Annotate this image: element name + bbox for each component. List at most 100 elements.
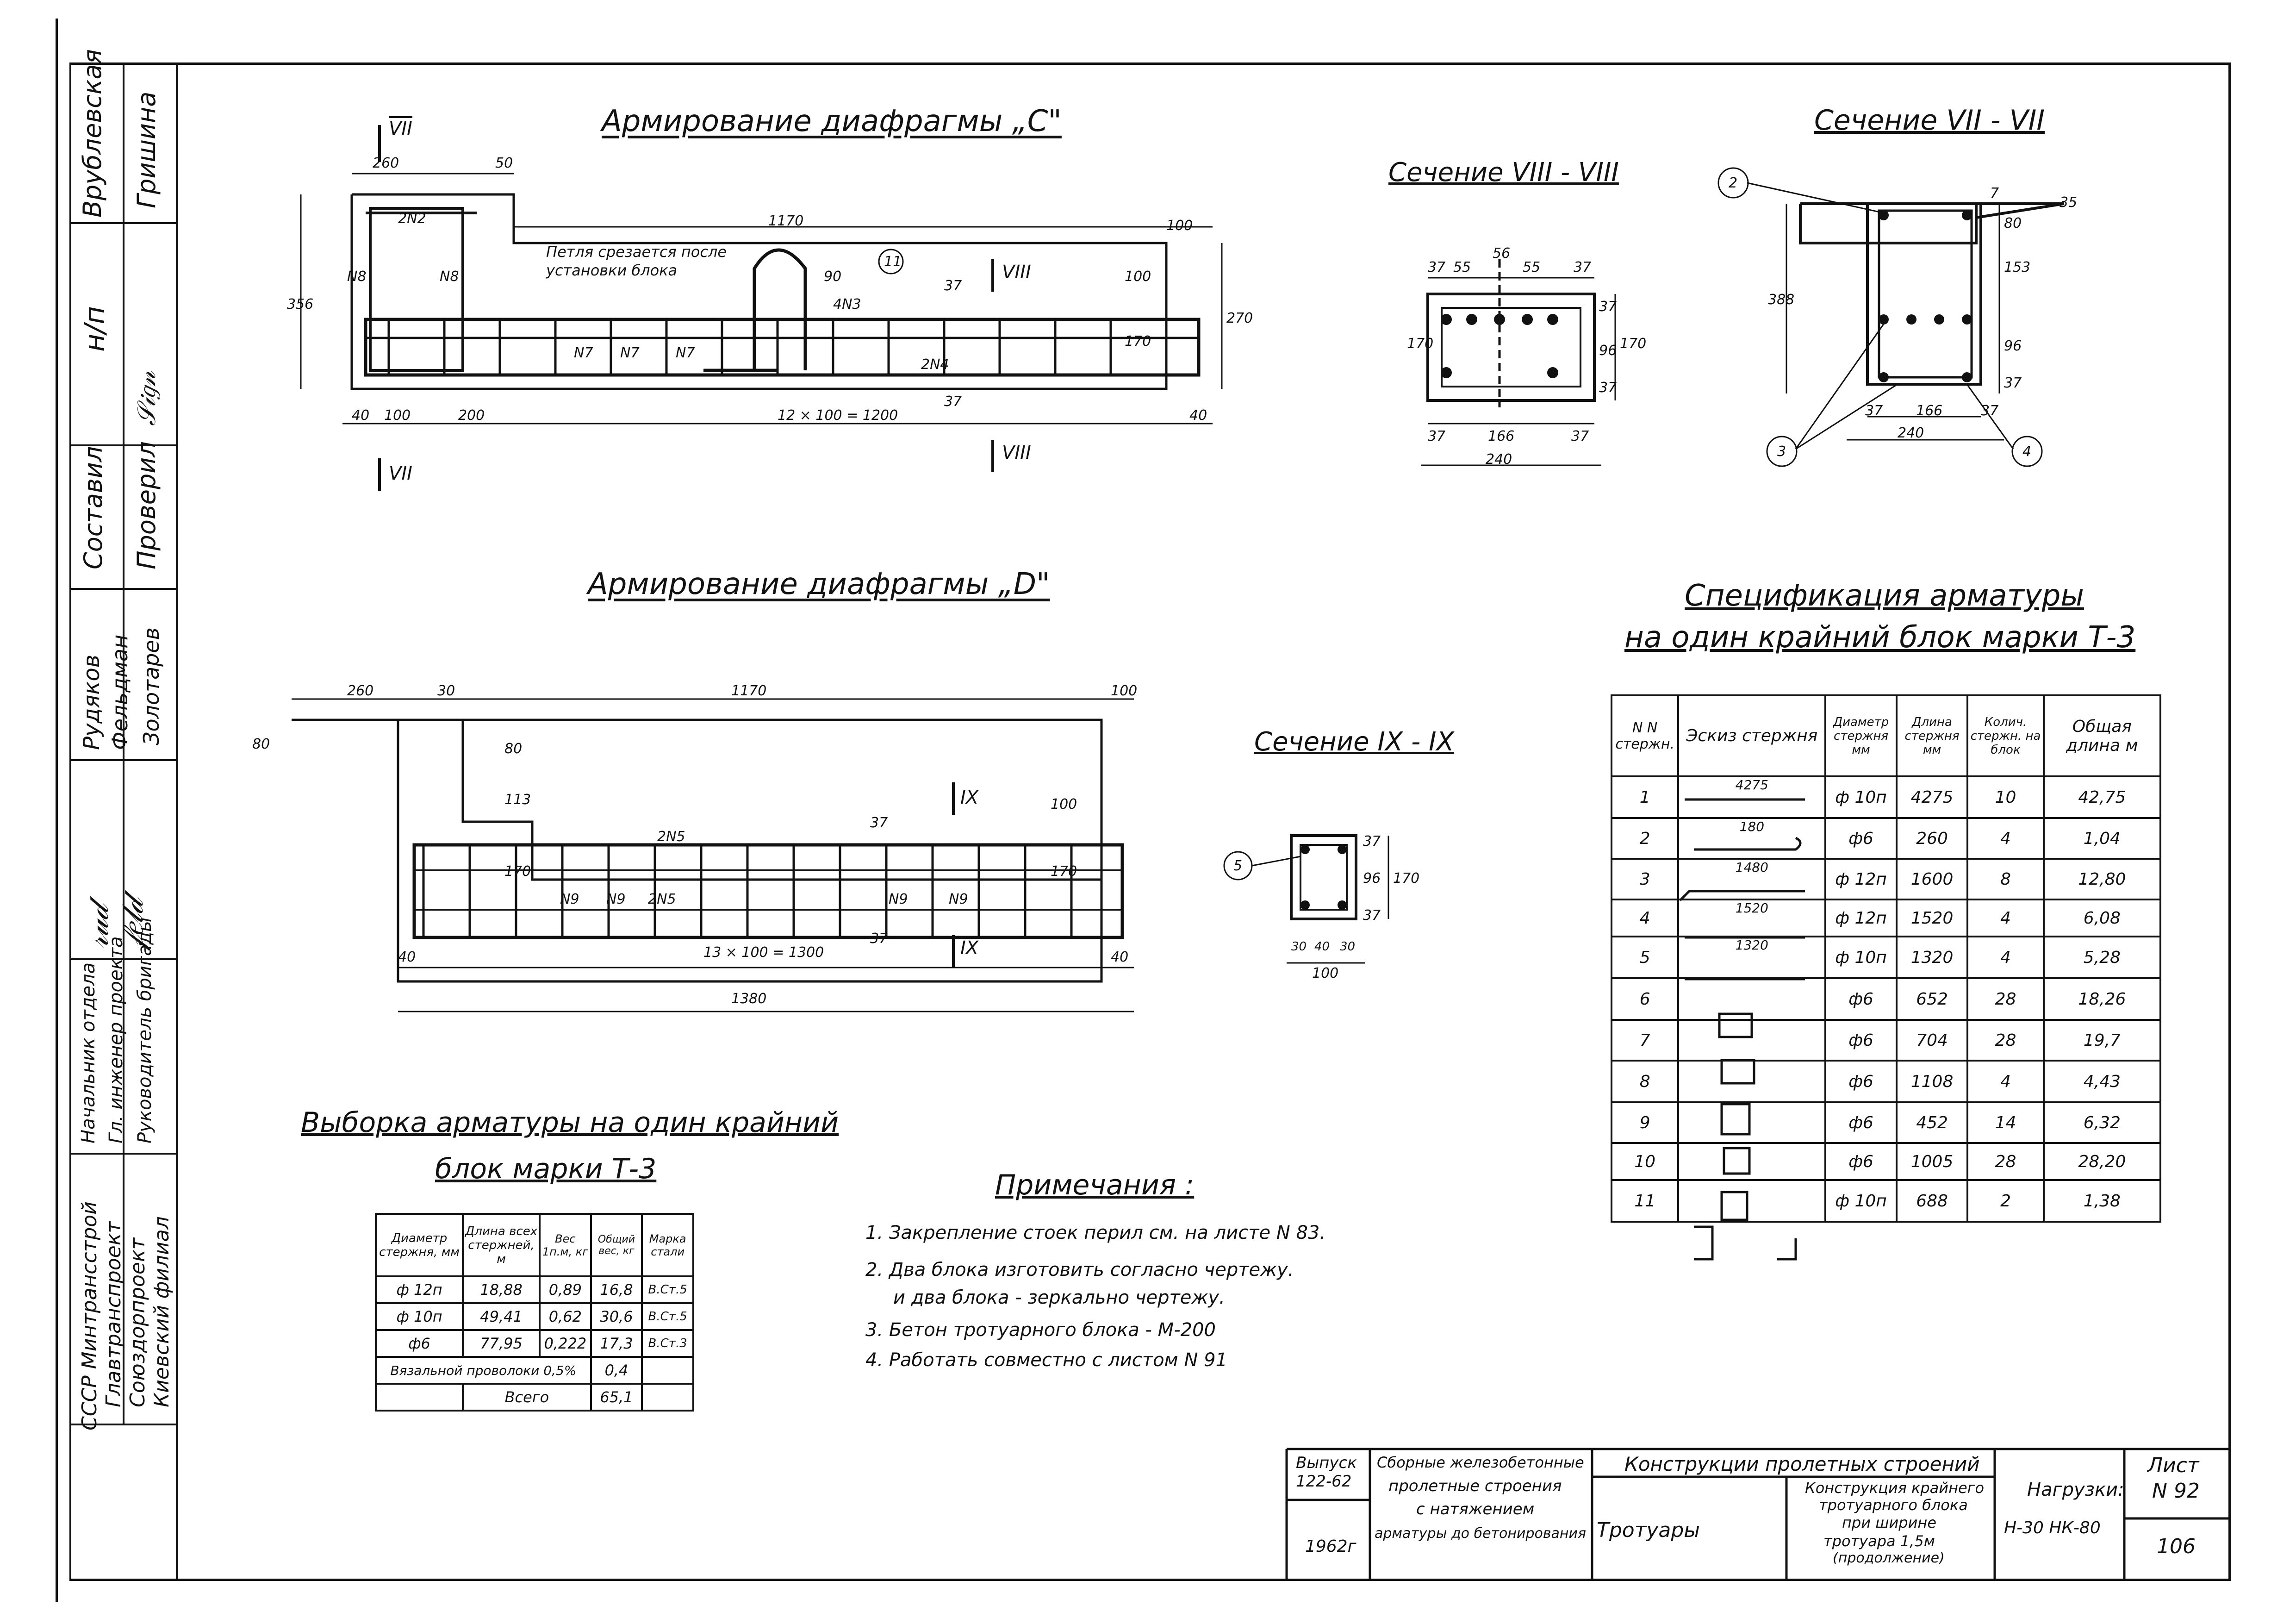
spec-cell-n: 2 [1610,817,1680,860]
sel-total-value: 65,1 [590,1383,643,1412]
sel-cell: 16,8 [590,1275,643,1304]
dim: 37 [944,278,962,294]
spec-cell-total: 1,04 [2042,817,2162,860]
dim: 37 [870,931,888,947]
spec-cell-sketch [1677,1142,1827,1181]
spec-cell-n: 6 [1610,977,1680,1021]
stamp-page: 106 [2157,1535,2196,1558]
sel-cell: 18,88 [462,1275,541,1304]
spec-cell-length: 4275 [1895,775,1969,819]
side-divider [69,759,177,761]
rebar-label: 2N5 [648,891,676,907]
spec-cell-diameter: ф 10п [1824,775,1898,819]
dim: 153 [2004,259,2031,275]
note-3: 3. Бетон тротуарного блока - М-200 [865,1319,1216,1341]
spec-cell-sketch: 1320 [1677,936,1827,979]
spec-cell-diameter: ф6 [1824,817,1898,860]
dim: 166 [1916,403,1943,419]
dim: 1170 [768,213,804,229]
spec-cell-diameter: ф 12п [1824,899,1898,937]
spec-title-1: Спецификация арматуры [1685,579,2084,613]
dim: 100 [1312,965,1339,981]
dim: 388 [1768,292,1795,308]
sel-empty [374,1383,464,1412]
rebar-label: 2N4 [921,356,949,373]
spec-cell-qty: 28 [1966,977,2045,1021]
selection-title-2: блок марки Т-3 [435,1153,657,1185]
spec-cell-total: 1,38 [2042,1179,2162,1223]
spec-cell-diameter: ф6 [1824,977,1898,1021]
frame-left-outer [56,19,58,1602]
rebar-label: 2N5 [657,829,685,845]
stamp-load-value: Н-30 НК-80 [2004,1518,2101,1537]
dim: 37 [1363,833,1381,849]
stamp-issue-label: Выпуск [1296,1454,1357,1472]
dim: 100 [384,407,411,424]
dim: 37 [1599,299,1617,315]
side-col-divider-outer [69,62,71,1581]
dim: 55 [1453,259,1471,275]
dim: 100 [1125,269,1151,285]
spec-title-2: на один крайний блок марки Т-3 [1624,620,2136,655]
dim: 37 [1571,428,1589,444]
dim: 80 [2004,215,2022,231]
stamp-header: Конструкции пролетных строений [1624,1453,1980,1475]
callout-5: 5 [1233,858,1243,874]
dim: 56 [1493,245,1511,262]
sel-cell: 17,3 [590,1329,643,1358]
sel-cell: 77,95 [462,1329,541,1358]
spec-header-total: Общая длина м [2042,694,2162,777]
spec-cell-n: 4 [1610,899,1680,937]
dim: 260 [347,683,374,699]
spec-cell-qty: 2 [1966,1179,2045,1223]
spec-header-length: Длина стержня мм [1895,694,1969,777]
spec-table: N N стержн. Эскиз стержня Диаметр стержн… [1610,694,2162,1223]
spec-cell-length: 452 [1895,1101,1969,1144]
dim: 113 [504,792,531,808]
spec-cell-n: 8 [1610,1060,1680,1103]
loop-note-2: установки блока [546,262,678,279]
side-divider [69,222,177,224]
spec-cell-n: 1 [1610,775,1680,819]
spec-header-n: N N стержн. [1610,694,1680,777]
side-col-divider [123,62,124,1424]
sel-cell: В.Ст.3 [641,1329,694,1358]
sel-cell: В.Ст.5 [641,1302,694,1331]
dim: 30 [1291,940,1307,954]
dim: 37 [1599,380,1617,396]
dim: 40 [1189,407,1207,424]
sel-cell: 0,89 [539,1275,592,1304]
sel-cell: ф 10п [374,1302,464,1331]
dim: 200 [458,407,485,424]
rebar-label: 2N2 [398,211,426,227]
stamp-desc-2: тротуарного блока [1819,1496,1968,1514]
spec-cell-qty: 8 [1966,858,2045,900]
dim: 30 [1340,940,1356,954]
side-divider [69,1424,177,1425]
section-d-top-label: IX [960,787,979,808]
section-d-bottom-label: IX [960,937,979,959]
dim: 100 [1051,796,1077,812]
rebar-label: N8 [440,269,459,285]
spec-cell-qty: 28 [1966,1019,2045,1062]
stamp-desc-3: при ширине [1842,1514,1936,1531]
table-row: ф 10п 49,41 0,62 30,6 В.Ст.5 [374,1302,694,1331]
notes-title: Примечания : [995,1169,1195,1201]
dim: 40 [398,949,416,965]
dim: 80 [252,736,270,752]
sel-empty [641,1356,694,1385]
spec-cell-total: 28,20 [2042,1142,2162,1181]
spec-cell-sketch: 180 [1677,817,1827,860]
frame-top [69,62,2231,65]
spec-cell-sketch [1677,1179,1827,1223]
sel-cell: В.Ст.5 [641,1275,694,1304]
dim: 40 [1314,940,1330,954]
dim: 260 [373,155,399,171]
dim: 37 [1428,259,1446,275]
sel-header-diameter: Диаметр стержня, мм [374,1213,464,1277]
spec-cell-qty: 10 [1966,775,2045,819]
rebar-label: N7 [574,345,593,361]
